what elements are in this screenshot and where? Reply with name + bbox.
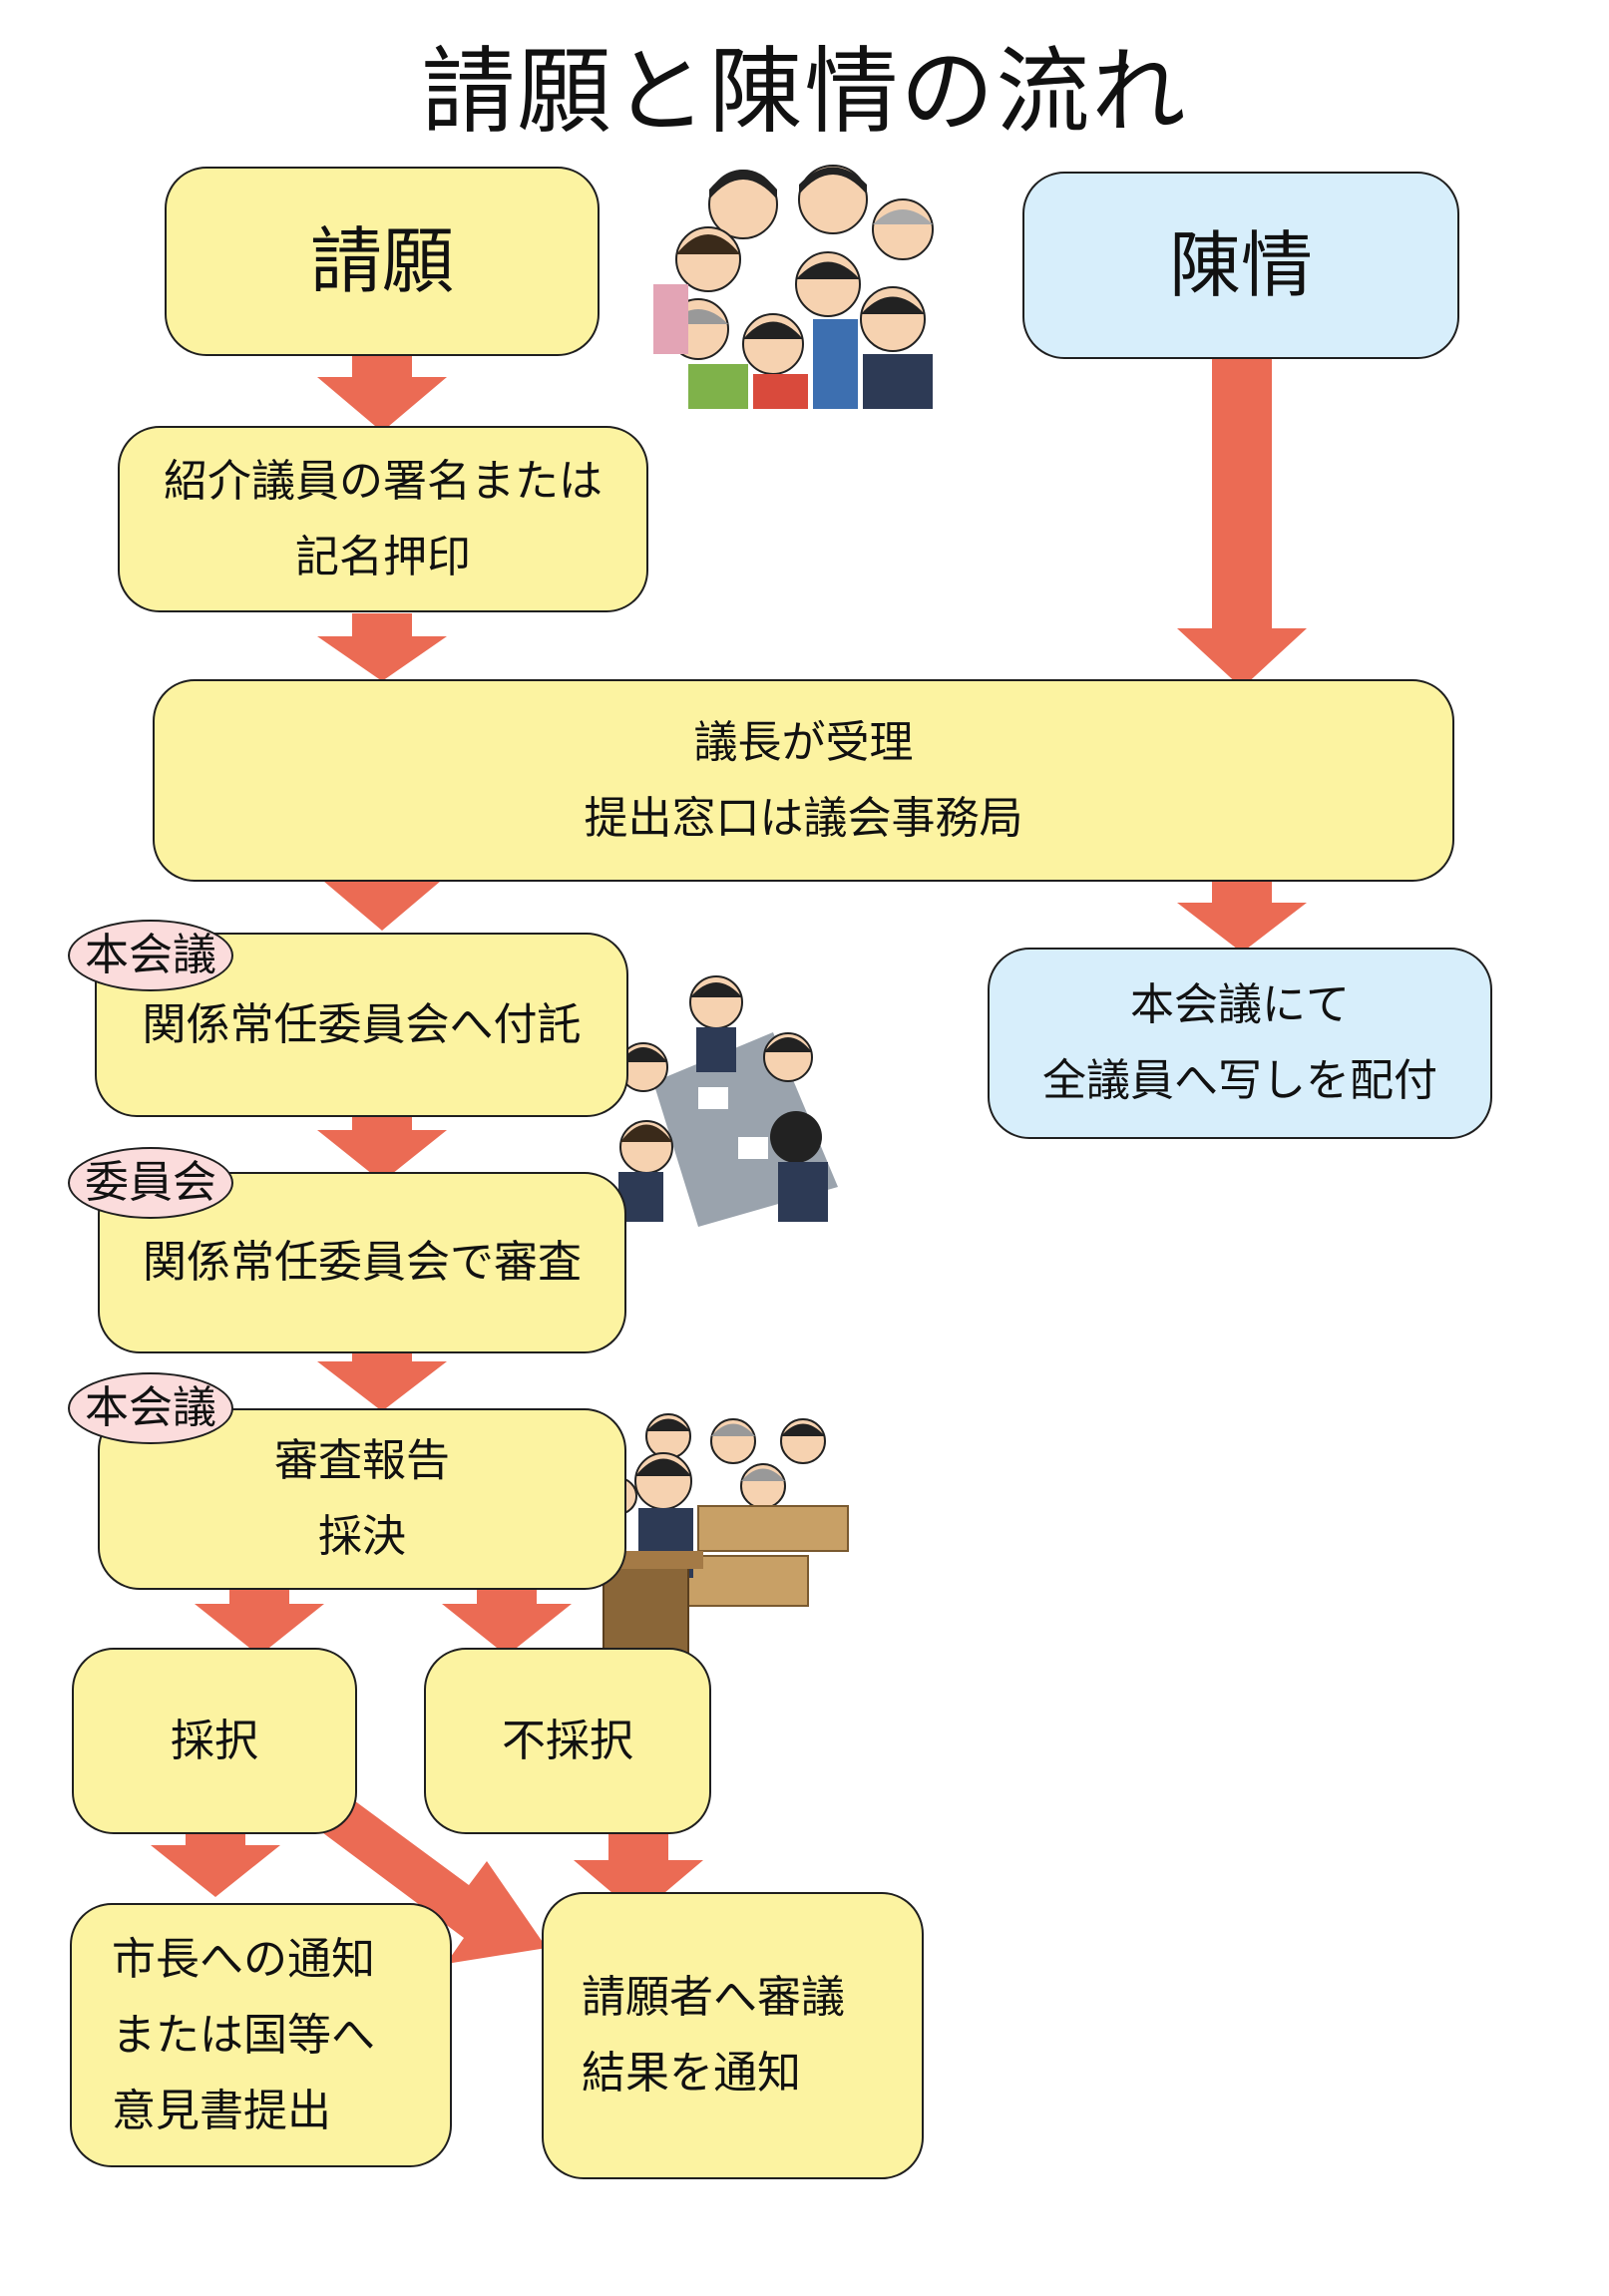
review-label: 関係常任委員会で審査	[143, 1237, 582, 1288]
arrow-refer-to-review	[317, 1105, 447, 1182]
notify-mayor-line-1: 市長への通知	[112, 1933, 375, 1985]
stage-badge-committee: 委員会	[68, 1147, 233, 1219]
refer-label: 関係常任委員会へ付託	[142, 998, 582, 1050]
review-box: 関係常任委員会で審査	[98, 1172, 626, 1353]
chinjo-box: 陳情	[1022, 172, 1459, 359]
arrow-accept-to-distribute	[1177, 878, 1307, 953]
notify-petitioner-line-2: 結果を通知	[582, 2048, 801, 2099]
page-title: 請願と陳情の流れ	[421, 38, 1188, 147]
accept-line-1: 議長が受理	[693, 716, 914, 768]
accept-box: 議長が受理 提出窓口は議会事務局	[153, 679, 1454, 882]
adopt-box: 採択	[72, 1648, 357, 1834]
signature-line-2: 記名押印	[295, 531, 471, 582]
arrow-review-to-vote	[317, 1339, 447, 1411]
reject-box: 不採択	[424, 1648, 711, 1834]
distribute-box: 本会議にて 全議員へ写しを配付	[988, 948, 1492, 1139]
crowd-illustration	[653, 160, 963, 409]
notify-mayor-box: 市長への通知 または国等へ 意見書提出	[70, 1903, 452, 2167]
stage-badge-plenary: 本会議	[68, 920, 233, 991]
distribute-line-2: 全議員へ写しを配付	[1042, 1055, 1437, 1106]
petition-label: 請願	[309, 219, 454, 303]
arrow-petition-to-signature	[317, 347, 447, 432]
petition-box: 請願	[165, 167, 600, 356]
signature-line-1: 紹介議員の署名または	[164, 455, 603, 507]
accept-line-2: 提出窓口は議会事務局	[584, 792, 1023, 844]
arrow-chinjo-to-accept	[1177, 344, 1307, 688]
arrow-reject-to-petitioner	[574, 1833, 703, 1915]
distribute-line-1: 本会議にて	[1130, 979, 1350, 1030]
arrow-vote-to-reject	[442, 1576, 572, 1656]
arrow-signature-to-accept	[317, 613, 447, 681]
notify-petitioner-box: 請願者へ審議 結果を通知	[542, 1892, 924, 2179]
arrow-accept-to-refer	[317, 848, 447, 931]
arrow-adopt-to-mayor	[151, 1813, 280, 1897]
stage-badge-plenary: 本会議	[68, 1372, 233, 1444]
refer-box: 関係常任委員会へ付託	[95, 933, 628, 1117]
signature-box: 紹介議員の署名または 記名押印	[118, 426, 648, 612]
notify-mayor-line-3: 意見書提出	[112, 2085, 331, 2136]
arrow-vote-to-adopt	[195, 1576, 324, 1656]
reject-label: 不採択	[502, 1715, 633, 1766]
notify-petitioner-line-1: 請願者へ審議	[582, 1972, 845, 2023]
vote-line-2: 採決	[318, 1511, 406, 1562]
chinjo-label: 陳情	[1168, 223, 1313, 307]
notify-mayor-line-2: または国等へ	[112, 2009, 375, 2061]
arrow-adopt-to-petitioner	[299, 1778, 547, 1964]
adopt-label: 採択	[171, 1715, 258, 1766]
vote-line-1: 審査報告	[274, 1435, 450, 1486]
committee-meeting-illustration	[618, 975, 838, 1227]
